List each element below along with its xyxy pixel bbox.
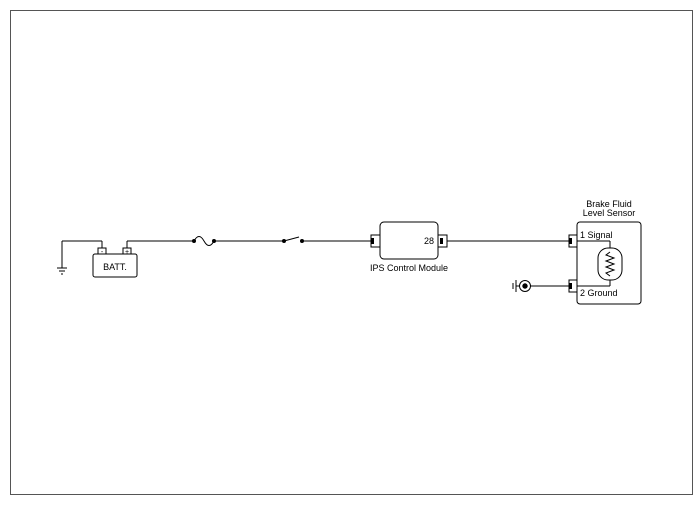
sensor-pin1-label: 1 Signal	[580, 230, 613, 240]
battery-neg-sign: -	[101, 249, 104, 256]
battery-pos-sign: +	[125, 249, 129, 256]
ground-point-icon	[512, 280, 531, 292]
ips-control-module: 28 IPS Control Module	[370, 221, 448, 273]
module-label: IPS Control Module	[370, 263, 448, 273]
battery-body	[92, 253, 138, 278]
switch-icon	[282, 236, 304, 243]
battery: - + BATT.	[92, 247, 138, 278]
fuse-icon	[192, 236, 216, 246]
module-right-pin	[440, 238, 443, 244]
battery-neg-terminal	[97, 247, 107, 255]
sensor-title-line1: Brake Fluid	[586, 199, 632, 209]
sensor-connector-2-pin	[569, 283, 572, 289]
module-pin-number: 28	[424, 236, 434, 246]
brake-fluid-level-sensor: 1 Signal 2 Ground	[568, 221, 642, 305]
battery-label: BATT.	[103, 262, 127, 272]
chassis-ground-icon	[57, 241, 67, 275]
module-left-pin	[371, 238, 374, 244]
diagram-frame	[10, 10, 693, 495]
sensor-title-line2: Level Sensor	[583, 208, 636, 218]
sensor-pin2-label: 2 Ground	[580, 288, 618, 298]
sensor-connector-1-pin	[569, 238, 572, 244]
variable-resistor-icon	[597, 247, 623, 281]
